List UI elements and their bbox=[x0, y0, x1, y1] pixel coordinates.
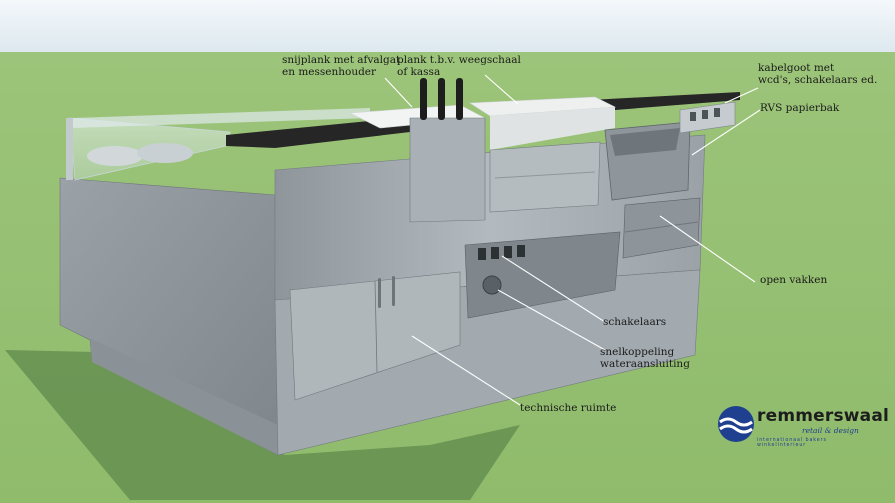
label-open-shelves: open vakken bbox=[760, 274, 828, 286]
wave-logo-icon bbox=[718, 406, 754, 442]
knife-1 bbox=[420, 78, 427, 120]
switch-2 bbox=[491, 247, 499, 259]
leader-cutting-board bbox=[384, 77, 413, 108]
door-handle-right bbox=[392, 276, 395, 306]
cast-shadow bbox=[5, 350, 520, 500]
leader-switches bbox=[501, 255, 606, 323]
drawer-front bbox=[489, 141, 601, 213]
knife-2 bbox=[438, 78, 445, 120]
glass-post-left bbox=[66, 118, 73, 180]
leader-quick-coupling bbox=[497, 289, 606, 351]
worktop-right bbox=[590, 92, 740, 112]
leader-scale-board bbox=[484, 74, 519, 105]
remmerswaal-logo: remmerswaal retail & design internationa… bbox=[716, 402, 889, 452]
label-paper-bin: RVS papierbak bbox=[760, 102, 840, 114]
logo-wordmark: remmerswaal bbox=[757, 406, 890, 426]
logo-tagline: internationaal bakers winkelinterieur bbox=[757, 438, 827, 448]
scale-board-front bbox=[490, 107, 615, 150]
leader-cable-duct bbox=[724, 87, 759, 104]
technical-compartment bbox=[464, 231, 621, 319]
bread-roll-2 bbox=[137, 143, 193, 163]
left-plinth bbox=[90, 338, 278, 455]
worktop-left bbox=[226, 117, 410, 148]
open-shelves bbox=[622, 197, 701, 259]
leader-paper-bin bbox=[691, 109, 761, 156]
switch-3 bbox=[504, 246, 512, 258]
leader-technical-space bbox=[411, 335, 521, 406]
switch-4 bbox=[517, 245, 525, 257]
leader-open-shelves bbox=[659, 215, 756, 283]
logo-subtitle: retail & design bbox=[802, 426, 859, 435]
cabinet-doors bbox=[289, 271, 461, 401]
switch-1 bbox=[478, 248, 486, 260]
door-handle-left bbox=[378, 278, 381, 308]
knife-holder bbox=[409, 117, 486, 223]
sky-background bbox=[0, 0, 895, 52]
glass-back-screen bbox=[73, 108, 370, 128]
paper-bin-slot bbox=[610, 128, 680, 156]
label-switches: schakelaars bbox=[603, 316, 667, 328]
knife-3 bbox=[456, 78, 463, 120]
water-coupling bbox=[482, 275, 502, 295]
bread-roll-1 bbox=[87, 146, 143, 166]
label-technical-space: technische ruimte bbox=[520, 402, 617, 414]
